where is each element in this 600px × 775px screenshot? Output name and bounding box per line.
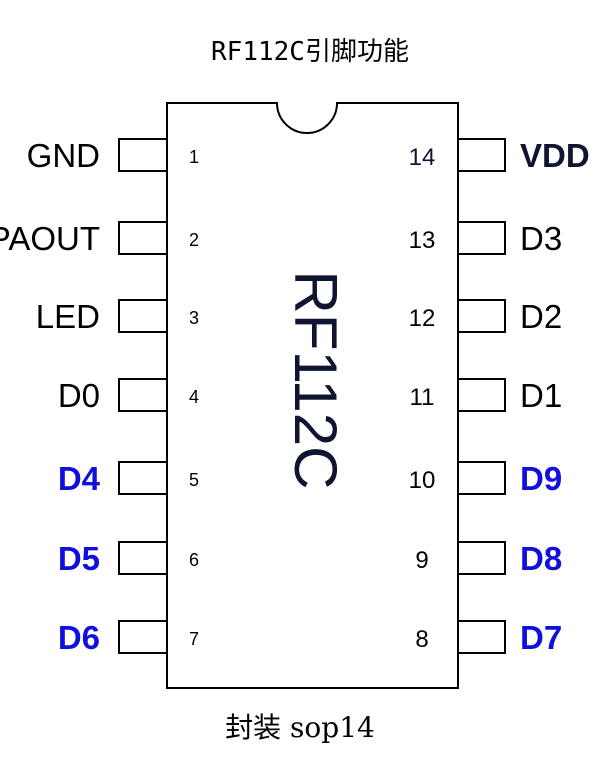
pin-lead	[457, 461, 506, 495]
pin-number: 3	[189, 308, 199, 328]
package-label: 封装 sop14	[225, 711, 375, 744]
diagram-title: RF112C引脚功能	[211, 37, 409, 67]
pin-name: D8	[520, 540, 562, 577]
left-pin-row: 1 GND 2 PAOUT 3 LED 4 D0 5 D4 6 D5 7 D6	[0, 137, 199, 656]
pin-lead	[457, 221, 506, 255]
pin-number: 2	[189, 230, 199, 250]
pin-number: 11	[410, 384, 435, 411]
pin-lead	[118, 378, 168, 412]
pin-4: 4 D0	[58, 377, 199, 414]
pin-number: 10	[409, 467, 436, 494]
pin-10: 10 D9	[409, 460, 563, 497]
pin-lead	[118, 620, 168, 654]
pin-lead	[457, 378, 506, 412]
pin-13: 13 D3	[409, 220, 563, 257]
pin-9: 9 D8	[415, 540, 562, 577]
pin-1: 1 GND	[27, 137, 199, 174]
pin-12: 12 D2	[409, 298, 563, 335]
pin-lead	[457, 541, 506, 575]
pin-lead	[118, 221, 168, 255]
pin-lead	[457, 138, 506, 172]
pin-number: 6	[189, 550, 199, 570]
pin-name: VDD	[520, 137, 590, 174]
pin-6: 6 D5	[58, 540, 199, 577]
pin-number: 4	[189, 387, 199, 407]
pin-number: 1	[189, 147, 199, 167]
pin-name: D4	[58, 460, 101, 497]
right-pin-row: 14 VDD 13 D3 12 D2 11 D1 10 D9 9 D8 8 D7	[409, 137, 590, 656]
pin-name: D1	[520, 377, 562, 414]
chip-notch	[276, 102, 338, 134]
pin-lead	[457, 620, 506, 654]
pin-lead	[118, 461, 168, 495]
pin-lead	[457, 299, 506, 333]
chip-label: RF112C	[282, 271, 349, 490]
pin-name: D2	[520, 298, 562, 335]
pin-name: D9	[520, 460, 562, 497]
pin-number: 8	[415, 626, 428, 653]
pin-11: 11 D1	[410, 377, 563, 414]
pin-number: 12	[409, 305, 436, 332]
pin-name: D6	[58, 619, 100, 656]
pin-number: 7	[189, 629, 199, 649]
pin-lead	[118, 138, 168, 172]
pin-3: 3 LED	[36, 298, 199, 335]
pin-name: LED	[36, 298, 100, 335]
pin-lead	[118, 541, 168, 575]
pin-lead	[118, 299, 168, 333]
pin-7: 7 D6	[58, 619, 199, 656]
pin-14: 14 VDD	[409, 137, 590, 174]
pin-2: 2 PAOUT	[0, 220, 199, 257]
pin-name: D7	[520, 619, 562, 656]
pin-number: 9	[415, 547, 428, 574]
pin-name: D0	[58, 377, 100, 414]
pin-number: 5	[189, 470, 199, 490]
pin-8: 8 D7	[415, 619, 562, 656]
pin-name: D3	[520, 220, 562, 257]
pin-name: PAOUT	[0, 220, 100, 257]
pin-number: 13	[409, 227, 436, 254]
pin-name: GND	[27, 137, 100, 174]
pin-number: 14	[409, 144, 436, 171]
pin-name: D5	[58, 540, 100, 577]
pin-5: 5 D4	[58, 460, 199, 497]
